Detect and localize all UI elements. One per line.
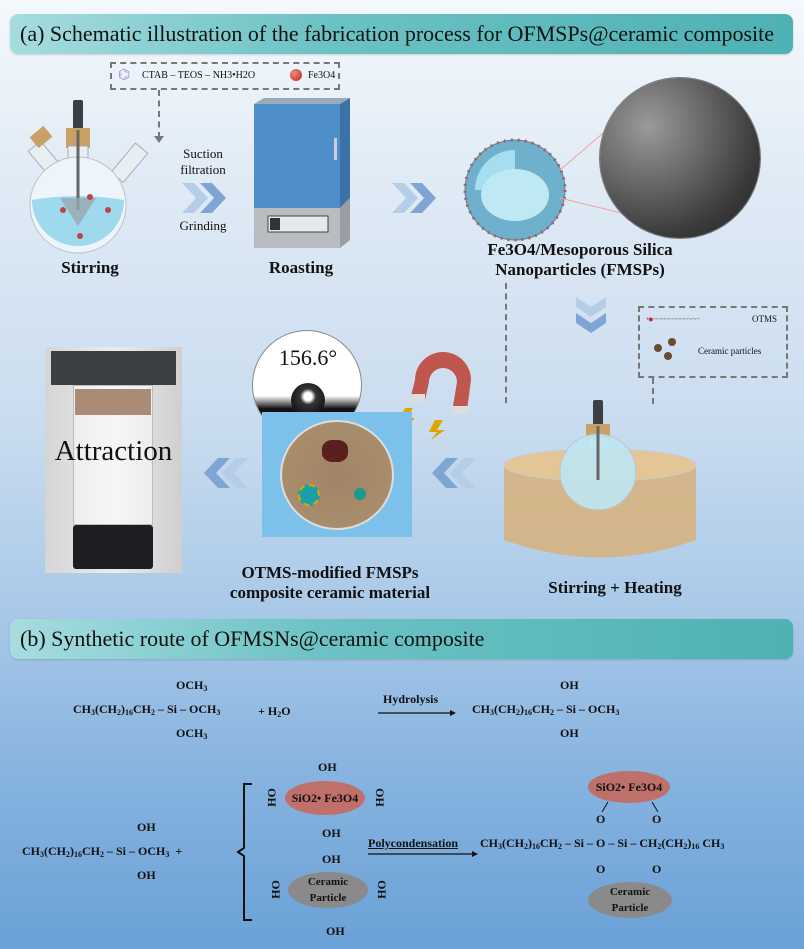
oxide-label: SiO2• Fe3O4 [291, 791, 359, 805]
fmsp-caption: Fe3O4/Mesoporous Silica Nanoparticles (F… [470, 240, 690, 279]
product-oh-top: OH [560, 678, 579, 692]
water-droplet [291, 383, 325, 417]
oxide-oh-bottom: OH [322, 826, 341, 840]
hydrolysis-label: Hydrolysis [383, 692, 439, 706]
reactant-och3-top: OCH3 [176, 678, 208, 693]
polycondensation-label: Polycondensation [368, 836, 459, 850]
product-sio2-fe3o4-ellipse: SiO2• Fe3O4 [588, 771, 670, 803]
dashed-connector [505, 283, 507, 403]
ceramic-oh-bottom: OH [326, 924, 345, 938]
magnet-plate [51, 351, 176, 385]
bond-lines [601, 801, 659, 813]
silanol-oh-bottom: OH [137, 868, 156, 882]
muffle-furnace-icon [254, 98, 350, 248]
o-bottom-left: O [596, 862, 606, 876]
grinding-label: Grinding [179, 218, 227, 233]
oxide-oh-left: OH [264, 788, 279, 807]
otms-molecule-icon: •●~~~~~~~~~~~~ [646, 314, 700, 324]
curly-brace [236, 783, 252, 921]
o-bottom-right: O [652, 862, 662, 876]
three-neck-flask-icon [27, 100, 149, 254]
water-droplet-marker [298, 484, 320, 506]
o-top-right: O [652, 812, 662, 826]
vial-cap [73, 525, 153, 569]
chevron-right-icon [392, 183, 436, 213]
step-roasting: Roasting [268, 258, 334, 277]
silanol-oh-top: OH [137, 820, 156, 834]
arrow-right-icon [368, 851, 478, 857]
ceramic-oh-top: OH [322, 852, 341, 866]
vial-attraction-photo: Attraction [45, 347, 182, 573]
fe3o4-particle-icon [290, 69, 302, 81]
ceramic-particle-icon [664, 352, 672, 360]
product-caption: OTMS-modified FMSPs composite ceramic ma… [210, 563, 450, 602]
water-droplet [354, 488, 366, 500]
fe3o4-spot [322, 440, 348, 462]
product-line1: OTMS-modified FMSPs [241, 563, 419, 582]
oxide-oh-right: OH [372, 788, 387, 807]
attraction-label: Attraction [54, 435, 173, 467]
ceramic-line2: Particle [611, 902, 649, 914]
dashed-connector [158, 90, 160, 138]
plus-text: + [258, 704, 265, 718]
arrow-right-icon [378, 710, 456, 716]
contact-angle-value: 156.6° [278, 345, 338, 370]
ceramic-line1: Ceramic [307, 876, 349, 888]
dashed-connector [652, 378, 654, 404]
ceramic-particles-label: Ceramic particles [698, 346, 762, 356]
silanol-reactant: CH3(CH2)16CH2 – Si – OCH3 + [22, 844, 183, 859]
oxide-oh-top: OH [318, 760, 337, 774]
ceramic-oh-right: OH [374, 880, 389, 899]
fmsp-line1: Fe3O4/Mesoporous Silica [487, 240, 673, 259]
oxide-label: SiO2• Fe3O4 [595, 780, 663, 794]
sem-image [600, 78, 760, 238]
chevron-down-icon [576, 297, 606, 333]
reactant-otms: CH3(CH2)16CH2 – Si – OCH3 [73, 702, 221, 717]
spacer [430, 283, 507, 285]
step-stirring: Stirring [61, 258, 119, 277]
product-oh-bottom: OH [560, 726, 579, 740]
ceramic-particle-icon [668, 338, 676, 346]
reagent-text: CTAB – TEOS – NH3•H2O [142, 70, 256, 81]
chevron-left-icon [432, 458, 476, 488]
plus-sign: + H2O [258, 704, 291, 719]
polycondensation-product: CH3(CH2)16CH2 – Si – O – Si – CH2(CH2)16… [480, 836, 725, 851]
fmsp-sphere-icon [463, 138, 567, 242]
ceramic-line1: Ceramic [609, 886, 651, 898]
ceramic-line2: Particle [309, 892, 347, 904]
ceramic-particle-ellipse: Ceramic Particle [288, 872, 368, 908]
reagent-box: ⌬ CTAB – TEOS – NH3•H2O Fe3O4 [110, 62, 340, 90]
fe3o4-label: Fe3O4 [308, 70, 336, 81]
otms-label: OTMS [752, 314, 778, 324]
step-stirring-heating: Stirring + Heating [548, 578, 682, 597]
sio2-fe3o4-ellipse: SiO2• Fe3O4 [285, 781, 365, 815]
ceramic-dish [280, 420, 394, 530]
otms-box: •●~~~~~~~~~~~~ OTMS Ceramic particles [638, 306, 788, 378]
molecule-icon: ⌬ [118, 68, 131, 83]
product-ceramic-ellipse: Ceramic Particle [588, 882, 672, 918]
reactant-och3-bottom: OCH3 [176, 726, 208, 741]
panel-a-title: (a) Schematic illustration of the fabric… [10, 14, 793, 54]
product-line2: composite ceramic material [229, 582, 431, 602]
suction-filtration-label: Suction filtration [180, 146, 226, 177]
arrow-down-icon [154, 136, 164, 143]
oil-bath-flask-icon [503, 400, 697, 558]
o-top-left: O [596, 812, 606, 826]
fmsp-line2: Nanoparticles (FMSPs) [495, 259, 665, 279]
chevron-left-icon [204, 458, 248, 488]
ceramic-particle-icon [654, 344, 662, 352]
ceramic-oh-left: OH [268, 880, 283, 899]
composite-photo [262, 412, 412, 537]
panel-b-title: (b) Synthetic route of OFMSNs@ceramic co… [10, 619, 793, 659]
chevron-right-icon [182, 183, 226, 213]
attracted-particles [75, 389, 151, 415]
hydrolysis-product: CH3(CH2)16CH2 – Si – OCH3 [472, 702, 620, 717]
